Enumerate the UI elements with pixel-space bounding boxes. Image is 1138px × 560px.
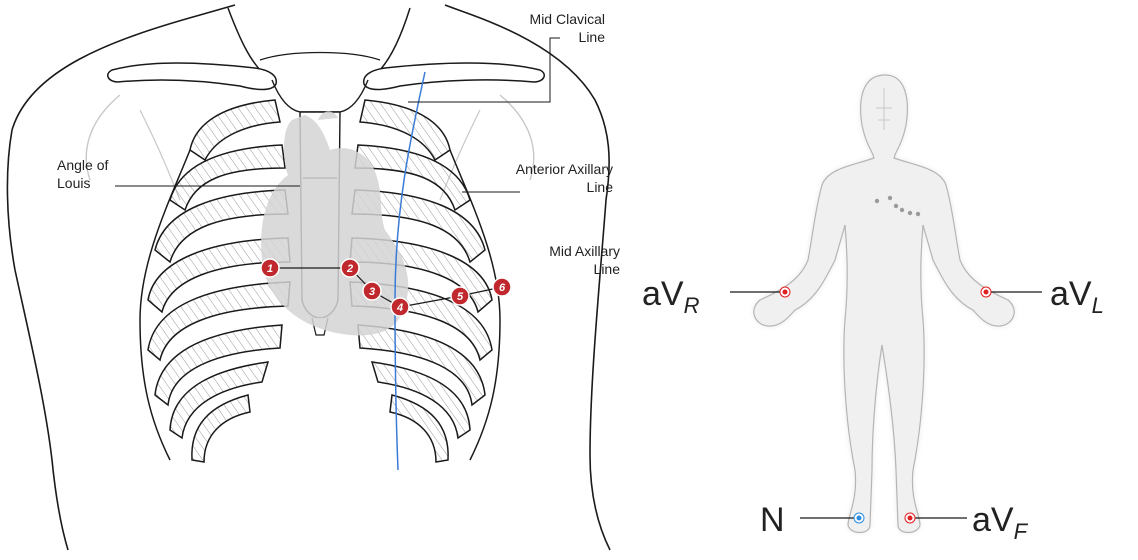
- electrode-v2: 2: [341, 259, 359, 277]
- avf-label: aVF: [972, 501, 1029, 544]
- body-outline: [754, 75, 1014, 533]
- avr-label: aVR: [642, 275, 700, 318]
- electrode-v4: 4: [391, 298, 409, 316]
- electrode-v3: 3: [363, 282, 381, 300]
- electrode-v1-label: 1: [267, 263, 273, 275]
- electrode-v6: 6: [493, 278, 511, 296]
- anterior-axillary-label-1: Anterior Axillary: [516, 161, 613, 177]
- electrode-v5: 5: [451, 287, 469, 305]
- electrode-v1: 1: [261, 259, 279, 277]
- mid-axillary-label-1: Mid Axillary: [549, 243, 620, 259]
- anterior-axillary-label-2: Line: [587, 179, 614, 195]
- right-clavicle: [364, 63, 545, 90]
- electrode-v4-label: 4: [396, 302, 403, 314]
- electrode-v3-label: 3: [369, 286, 375, 298]
- chest-illustration: [7, 5, 610, 550]
- neutral-label: N: [760, 501, 785, 539]
- mid-clavical-label-1: Mid Clavical: [530, 11, 605, 27]
- mid-clavical-label-2: Line: [579, 29, 606, 45]
- angle-of-louis-label-1: Angle of: [57, 157, 108, 173]
- avl-label: aVL: [1050, 275, 1104, 318]
- angle-of-louis-label-2: Louis: [57, 175, 90, 191]
- left-clavicle: [108, 63, 277, 90]
- electrode-v6-label: 6: [499, 282, 506, 294]
- mid-axillary-label-2: Line: [594, 261, 621, 277]
- electrode-v5-label: 5: [457, 291, 464, 303]
- electrode-v2-label: 2: [346, 263, 353, 275]
- body-figure: [754, 75, 1014, 533]
